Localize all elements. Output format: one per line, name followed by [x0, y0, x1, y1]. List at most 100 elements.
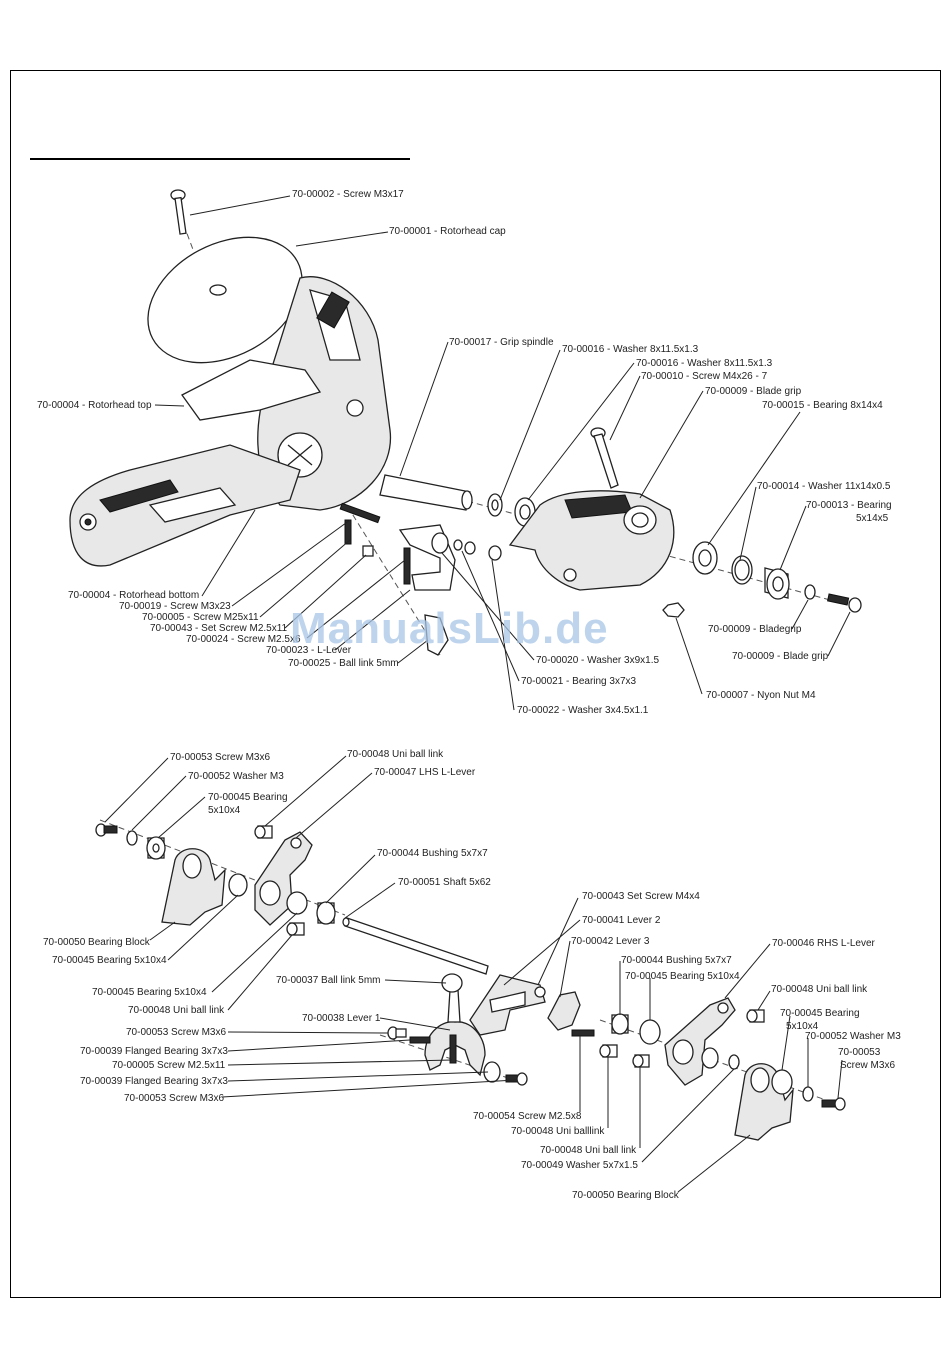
label-bearing-8x14x4: 70-00015 - Bearing 8x14x4	[762, 400, 883, 411]
rhs-uni-ball-link-part	[746, 1009, 765, 1023]
screw-m2-5x8-part	[571, 1029, 595, 1037]
label-m-set-screw-m4x4: 70-00043 Set Screw M4x4	[582, 891, 700, 902]
grip-axis	[389, 479, 831, 601]
label-m-uni-balllink: 70-00048 Uni balllink	[511, 1126, 605, 1137]
label-ball-link-5mm: 70-00025 - Ball link 5mm	[288, 658, 399, 669]
label-m-flanged-bearing-b: 70-00039 Flanged Bearing 3x7x3	[80, 1076, 228, 1087]
mid-bearing-part	[639, 1019, 661, 1045]
label-washer-11x14: 70-00014 - Washer 11x14x0.5	[757, 481, 891, 492]
section-title-rule	[30, 158, 410, 160]
left-inner-bearing-part	[228, 873, 248, 897]
rotorhead-top-arm	[181, 359, 322, 421]
label-rotorhead-bottom: 70-00004 - Rotorhead bottom	[68, 590, 199, 601]
left-bushing-5x7x7-part	[316, 901, 336, 925]
label-m-uni-ball-link-a: 70-00048 Uni ball link	[347, 749, 444, 760]
label-m-lever-2: 70-00041 Lever 2	[582, 915, 661, 926]
label-m-flanged-bearing-a: 70-00039 Flanged Bearing 3x7x3	[80, 1046, 228, 1057]
label-l-lever: 70-00023 - L-Lever	[266, 645, 352, 656]
rotorhead-assembly-illustration	[69, 189, 862, 656]
label-m-lhs-l-lever: 70-00047 LHS L-Lever	[374, 767, 476, 778]
rotorhead-hub-part	[257, 276, 392, 511]
nyon-nut-part	[662, 602, 685, 618]
label-bearing-5x14x5-size: 5x14x5	[856, 513, 889, 524]
screw-m3x23-part	[339, 502, 381, 524]
label-blade-grip-b: 70-00009 - Blade grip	[732, 651, 829, 662]
label-blade-grip-a: 70-00009 - Blade grip	[705, 386, 802, 397]
label-m-uni-ball-link-b: 70-00048 Uni ball link	[771, 984, 868, 995]
rotorhead-cap-part	[147, 236, 303, 364]
left-bearing-5x10-part	[286, 891, 308, 915]
label-grip-spindle: 70-00017 - Grip spindle	[449, 337, 554, 348]
label-m-screw-m3x6-b-code: 70-00053	[838, 1047, 881, 1058]
right-washer-m3-part	[802, 1086, 814, 1102]
label-screw-m3x23: 70-00019 - Screw M3x23	[119, 601, 231, 612]
label-rotorhead-cap: 70-00001 - Rotorhead cap	[389, 226, 506, 237]
lever-3-part	[547, 991, 581, 1031]
label-m-washer-m3-a: 70-00052 Washer M3	[188, 771, 284, 782]
grip-spindle-part	[379, 474, 471, 511]
part-labels: 70-00002 - Screw M3x17 70-00001 - Rotorh…	[37, 189, 901, 1201]
screw-m3x17-part	[170, 189, 187, 235]
page-frame	[10, 70, 941, 1298]
shaft-5x62-part	[344, 917, 489, 975]
label-washer-3x4-5: 70-00022 - Washer 3x4.5x1.1	[517, 705, 649, 716]
lever1-screw-m3x6-part	[387, 1026, 407, 1040]
right-bearing-5x10-part	[771, 1069, 793, 1095]
label-screw-m25x11: 70-00005 - Screw M25x11	[142, 612, 259, 623]
set-screw-part	[362, 545, 374, 557]
label-bearing-5x14x5: 70-00013 - Bearing	[806, 500, 892, 511]
label-m-uni-ball-link-d: 70-00048 Uni ball link	[540, 1145, 637, 1156]
left-uni-ball-link-b-part	[286, 922, 305, 936]
lever-assembly-illustration	[95, 819, 846, 1141]
label-m-lever-3: 70-00042 Lever 3	[571, 936, 650, 947]
left-shaft-axis	[99, 819, 346, 916]
label-m-bearing-e-size: 5x10x4	[786, 1021, 819, 1032]
label-m-screw-m2-5x11: 70-00005 Screw M2.5x11	[112, 1060, 226, 1071]
label-m-shaft: 70-00051 Shaft 5x62	[398, 877, 491, 888]
label-m-bearing-a-size: 5x10x4	[208, 805, 241, 816]
label-screw-m3x17: 70-00002 - Screw M3x17	[292, 189, 404, 200]
screw-m25x6-part	[403, 547, 411, 585]
washer-3x4-part	[488, 545, 502, 561]
watermark-text: ManualsLib.de	[290, 604, 609, 653]
rotorhead-bottom-part	[69, 444, 301, 567]
label-m-uni-ball-link-c: 70-00048 Uni ball link	[128, 1005, 225, 1016]
label-screw-m2-5x6: 70-00024 - Screw M2.5x6	[186, 634, 301, 645]
label-m-screw-m3x6-c: 70-00053 Screw M3x6	[126, 1027, 226, 1038]
label-m-bearing-b: 70-00045 Bearing 5x10x4	[52, 955, 167, 966]
label-m-bearing-block-b: 70-00050 Bearing Block	[572, 1190, 680, 1201]
flanged-bearing-part	[409, 1036, 431, 1044]
bearing-3x7x3-part	[453, 539, 463, 551]
left-washer-m3-part	[126, 830, 138, 846]
label-bladegrip: 70-00009 - Bladegrip	[708, 624, 802, 635]
screw-m25x11-part	[344, 519, 352, 545]
label-m-washer-m3-b: 70-00052 Washer M3	[805, 1031, 901, 1042]
label-m-bushing-b: 70-00044 Bushing 5x7x7	[621, 955, 732, 966]
label-washer-8x11-a: 70-00016 - Washer 8x11.5x1.3	[562, 344, 699, 355]
label-m-lever-1: 70-00038 Lever 1	[302, 1013, 381, 1024]
label-m-screw-m3x6-a: 70-00053 Screw M3x6	[170, 752, 270, 763]
washer-3x9-part	[431, 532, 449, 554]
label-m-bearing-block-a: 70-00050 Bearing Block	[43, 937, 151, 948]
leader-lines	[104, 195, 851, 1193]
mid-uni-ball-link-b-part	[632, 1054, 650, 1068]
label-m-washer-5x7: 70-00049 Washer 5x7x1.5	[521, 1160, 638, 1171]
label-m-bushing-a: 70-00044 Bushing 5x7x7	[377, 848, 488, 859]
blade-grip-screw-part	[827, 593, 862, 613]
left-bearing-5x10x4-part	[146, 836, 166, 860]
ball-link-5mm-part	[424, 614, 449, 656]
label-m-bearing-d: 70-00045 Bearing 5x10x4	[92, 987, 207, 998]
label-m-ball-link-5mm: 70-00037 Ball link 5mm	[276, 975, 381, 986]
label-nyon-nut-m4: 70-00007 - Nyon Nut M4	[706, 690, 816, 701]
lower-screw-m3x6-part	[505, 1072, 528, 1086]
label-set-screw-m2-5x11: 70-00043 - Set Screw M2.5x11	[150, 623, 288, 634]
left-uni-ball-link-part	[254, 825, 273, 839]
label-rotorhead-top: 70-00004 - Rotorhead top	[37, 400, 152, 411]
small-washer-part	[804, 584, 816, 600]
label-washer-8x11-b: 70-00016 - Washer 8x11.5x1.3	[636, 358, 773, 369]
label-screw-m4x26: 70-00010 - Screw M4x26 - 7	[641, 371, 768, 382]
label-m-screw-m2-5x8: 70-00054 Screw M2.5x8	[473, 1111, 582, 1122]
label-m-screw-m3x6-b-size: Screw M3x6	[840, 1060, 895, 1071]
label-m-rhs-l-lever: 70-00046 RHS L-Lever	[772, 938, 876, 949]
